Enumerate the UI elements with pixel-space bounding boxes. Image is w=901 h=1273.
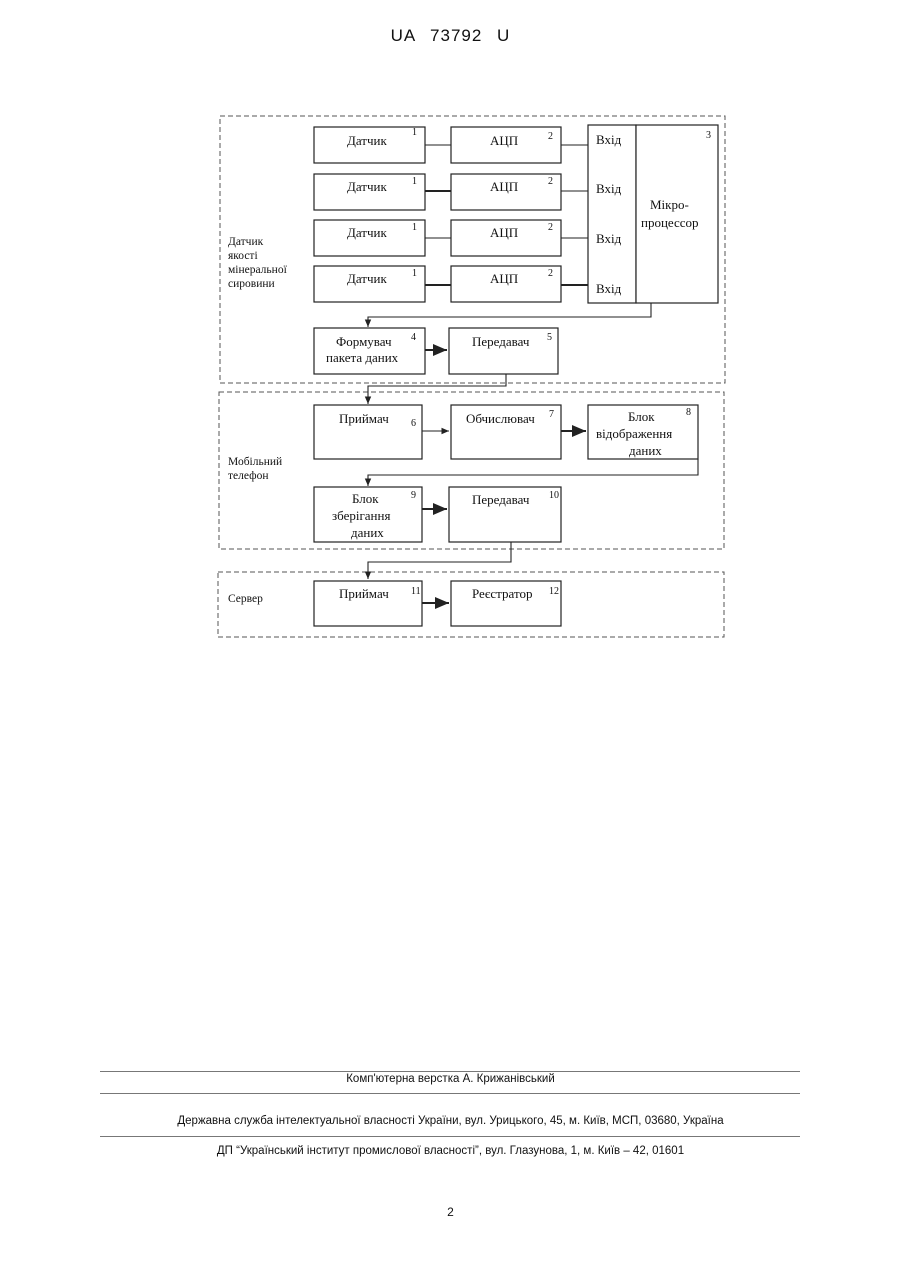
transmitter-number-2: 10 (549, 490, 559, 501)
agency-address: Державна служба інтелектуальної власност… (0, 1115, 901, 1127)
adc-number-4: 2 (548, 268, 553, 279)
micro-number: 3 (706, 130, 711, 141)
registrar-label: Реєстратор (472, 586, 532, 601)
adc-label-4: АЦП (490, 271, 518, 286)
adc-label-1: АЦП (490, 133, 518, 148)
phone-group-label-line-1: Мобільний (228, 456, 282, 468)
input-label-4: Вхід (596, 281, 622, 296)
packet-former-line-2: пакета даних (326, 350, 399, 365)
page-number: 2 (0, 1205, 901, 1219)
sensor-number-1: 1 (412, 127, 417, 138)
footer-rule-bottom (100, 1136, 800, 1137)
display-block-line-1: Блок (628, 409, 655, 424)
calculator-number: 7 (549, 409, 554, 420)
sensor-group-label-line-4: сировини (228, 278, 275, 290)
storage-block-line-2: зберігання (332, 508, 390, 523)
input-column (588, 125, 636, 303)
packet-former-line-1: Формувач (336, 334, 392, 349)
receiver-number-1: 6 (411, 418, 416, 429)
receiver-label-1: Приймач (339, 411, 389, 426)
adc-number-1: 2 (548, 131, 553, 142)
footer-rule-middle (100, 1093, 800, 1094)
input-label-2: Вхід (596, 181, 622, 196)
block-diagram: Датчик якості мінеральної сировини Мобіл… (0, 0, 901, 660)
phone-group-label-line-2: телефон (228, 470, 268, 482)
transmitter-number-1: 5 (547, 332, 552, 343)
server-group-label: Сервер (228, 593, 263, 605)
sensor-label-1: Датчик (347, 133, 387, 148)
transmitter-label-1: Передавач (472, 334, 530, 349)
sensor-label-3: Датчик (347, 225, 387, 240)
sensor-group-label-line-1: Датчик (228, 236, 264, 248)
adc-number-3: 2 (548, 222, 553, 233)
sensor-label-4: Датчик (347, 271, 387, 286)
former-number: 4 (411, 332, 416, 343)
sensor-group-label-line-2: якості (228, 250, 258, 262)
sensor-group-label-line-3: мінеральної (228, 264, 288, 276)
receiver-number-2: 11 (411, 586, 421, 597)
storage-block-line-3: даних (351, 525, 384, 540)
display-block-line-3: даних (629, 443, 662, 458)
sensor-label-2: Датчик (347, 179, 387, 194)
display-number: 8 (686, 407, 691, 418)
sensor-number-2: 1 (412, 176, 417, 187)
sensor-number-4: 1 (412, 268, 417, 279)
storage-block-line-1: Блок (352, 491, 379, 506)
input-label-1: Вхід (596, 132, 622, 147)
microprocessor-box (636, 125, 718, 303)
calculator-label: Обчислювач (466, 411, 535, 426)
receiver-label-2: Приймач (339, 586, 389, 601)
adc-number-2: 2 (548, 176, 553, 187)
adc-label-3: АЦП (490, 225, 518, 240)
micro-label-line-2: процессор (641, 215, 699, 230)
transmitter-label-2: Передавач (472, 492, 530, 507)
institute-address: ДП “Український інститут промислової вла… (0, 1145, 901, 1157)
sensor-number-3: 1 (412, 222, 417, 233)
adc-label-2: АЦП (490, 179, 518, 194)
registrar-number: 12 (549, 586, 559, 597)
input-label-3: Вхід (596, 231, 622, 246)
layout-credit: Комп'ютерна верстка А. Крижанівський (0, 1073, 901, 1085)
storage-number: 9 (411, 490, 416, 501)
display-block-line-2: відображення (596, 426, 672, 441)
footer-rule-top (100, 1071, 800, 1072)
micro-label-line-1: Мікро- (650, 197, 689, 212)
